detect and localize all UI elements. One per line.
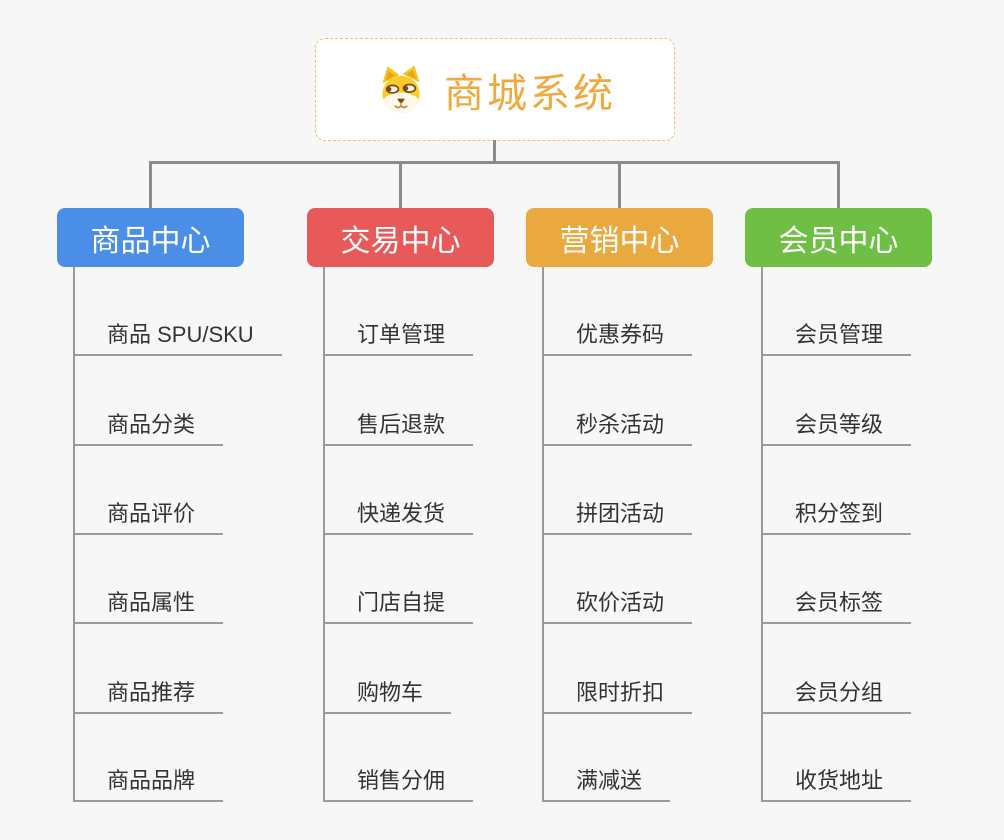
leaf-node[interactable]: 商品属性 <box>73 590 224 624</box>
leaf-label: 销售分佣 <box>357 768 446 793</box>
branch-drop-line <box>618 161 621 208</box>
leaf-node[interactable]: 快递发货 <box>323 501 474 535</box>
leaf-label: 商品评价 <box>107 501 196 526</box>
branch-header-3[interactable]: 营销中心 <box>526 208 713 267</box>
leaf-node[interactable]: 拼团活动 <box>542 501 693 535</box>
leaf-label: 商品推荐 <box>107 680 196 705</box>
leaf-node[interactable]: 限时折扣 <box>542 680 693 714</box>
branch-header-label: 会员中心 <box>778 224 899 258</box>
branch-header-label: 营销中心 <box>559 224 680 258</box>
leaf-label: 商品属性 <box>107 590 196 615</box>
leaf-label: 快递发货 <box>357 501 446 526</box>
leaf-node[interactable]: 售后退款 <box>323 412 474 446</box>
leaf-node[interactable]: 门店自提 <box>323 590 474 624</box>
branch-header-label: 商品中心 <box>90 224 211 258</box>
branch-drop-line <box>149 161 152 208</box>
leaf-node[interactable]: 积分签到 <box>761 501 912 535</box>
leaf-node[interactable]: 商品品牌 <box>73 768 224 802</box>
leaf-label: 商品分类 <box>107 412 196 437</box>
branch-header-1[interactable]: 商品中心 <box>57 208 244 267</box>
leaf-node[interactable]: 商品推荐 <box>73 680 224 714</box>
leaf-node[interactable]: 优惠券码 <box>542 322 693 356</box>
leaf-node[interactable]: 会员管理 <box>761 322 912 356</box>
leaf-label: 商品 SPU/SKU <box>107 322 254 347</box>
leaf-node[interactable]: 订单管理 <box>323 322 474 356</box>
branch-drop-line <box>837 161 840 208</box>
leaf-node[interactable]: 销售分佣 <box>323 768 474 802</box>
leaf-node[interactable]: 秒杀活动 <box>542 412 693 446</box>
leaf-label: 秒杀活动 <box>576 412 665 437</box>
leaf-label: 积分签到 <box>795 501 884 526</box>
leaf-label: 会员等级 <box>795 412 884 437</box>
root-node[interactable]: 商城系统 <box>315 38 675 141</box>
leaf-node[interactable]: 商品评价 <box>73 501 224 535</box>
leaf-node[interactable]: 购物车 <box>323 680 452 714</box>
branch-header-2[interactable]: 交易中心 <box>307 208 494 267</box>
leaf-label: 门店自提 <box>357 590 446 615</box>
dog-face-icon <box>382 65 420 113</box>
leaf-label: 订单管理 <box>357 322 446 347</box>
branch-header-4[interactable]: 会员中心 <box>745 208 932 267</box>
leaf-node[interactable]: 会员分组 <box>761 680 912 714</box>
leaf-label: 商品品牌 <box>107 768 196 793</box>
leaf-label: 收货地址 <box>795 768 884 793</box>
leaf-label: 拼团活动 <box>576 501 665 526</box>
leaf-node[interactable]: 砍价活动 <box>542 590 693 624</box>
root-connector-line <box>492 140 496 164</box>
leaf-node[interactable]: 商品分类 <box>73 412 224 446</box>
branch-bus-line <box>149 161 840 164</box>
root-title: 商城系统 <box>444 71 616 116</box>
leaf-label: 会员分组 <box>795 680 884 705</box>
leaf-label: 售后退款 <box>357 412 446 437</box>
leaf-label: 优惠券码 <box>576 322 665 347</box>
leaf-node[interactable]: 会员标签 <box>761 590 912 624</box>
leaf-label: 会员标签 <box>795 590 884 615</box>
leaf-node[interactable]: 满减送 <box>542 768 671 802</box>
branch-drop-line <box>399 161 402 208</box>
leaf-node[interactable]: 收货地址 <box>761 768 912 802</box>
leaf-label: 会员管理 <box>795 322 884 347</box>
leaf-label: 限时折扣 <box>576 680 665 705</box>
leaf-label: 砍价活动 <box>576 590 665 615</box>
leaf-node[interactable]: 商品 SPU/SKU <box>73 322 282 356</box>
leaf-label: 满减送 <box>576 768 643 793</box>
leaf-label: 购物车 <box>357 680 424 705</box>
leaf-node[interactable]: 会员等级 <box>761 412 912 446</box>
branch-header-label: 交易中心 <box>340 224 461 258</box>
